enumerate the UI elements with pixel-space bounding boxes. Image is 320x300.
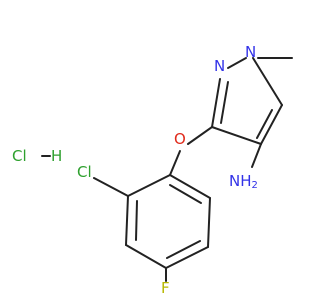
bond-o-c1: [169, 150, 181, 176]
bond-ar-cl: [93, 177, 129, 197]
atom-n2-label: N: [214, 57, 225, 75]
bond-n2-n1: [227, 57, 247, 69]
bond-c3-o: [187, 126, 213, 145]
bond-ar-c4-c5-inner: [166, 240, 201, 259]
hcl-cl-label: Cl: [12, 147, 27, 165]
atom-cl-label: Cl: [77, 163, 92, 181]
bond-c4-c3: [211, 126, 262, 145]
bond-ar-c1-c2: [127, 174, 171, 197]
bond-c4-nh2: [251, 143, 262, 168]
atom-nh2-subscript: 2: [252, 180, 258, 191]
bond-ar-c2-c3: [125, 195, 129, 246]
bond-ar-c3-c4: [125, 244, 167, 269]
molecule-drawing: N N O NH2 Cl F Cl H: [12, 43, 293, 297]
hcl-h-label: H: [51, 147, 62, 165]
bond-c3-n2: [211, 78, 221, 128]
bond-ar-c5-c6: [207, 197, 211, 248]
atom-n1-label: N: [245, 43, 256, 61]
bond-n1-c5: [252, 57, 283, 106]
atom-nh2-main: NH: [229, 172, 252, 190]
bond-ar-c6-c1-inner: [169, 184, 202, 204]
bond-c5-c4: [260, 104, 283, 145]
bond-ar-c6-c1: [169, 174, 211, 199]
bond-c3-n2-inner: [220, 81, 229, 124]
atom-nh2-label: NH2: [229, 172, 258, 191]
bond-c5-c4-inner: [256, 109, 273, 139]
atom-o-label: O: [174, 130, 186, 148]
structure-canvas: N N O NH2 Cl F Cl H: [12, 43, 293, 297]
atom-f-label: F: [161, 279, 170, 297]
bond-ar-c4-c5: [165, 246, 209, 269]
bond-ar-c2-c3-inner: [135, 200, 138, 241]
